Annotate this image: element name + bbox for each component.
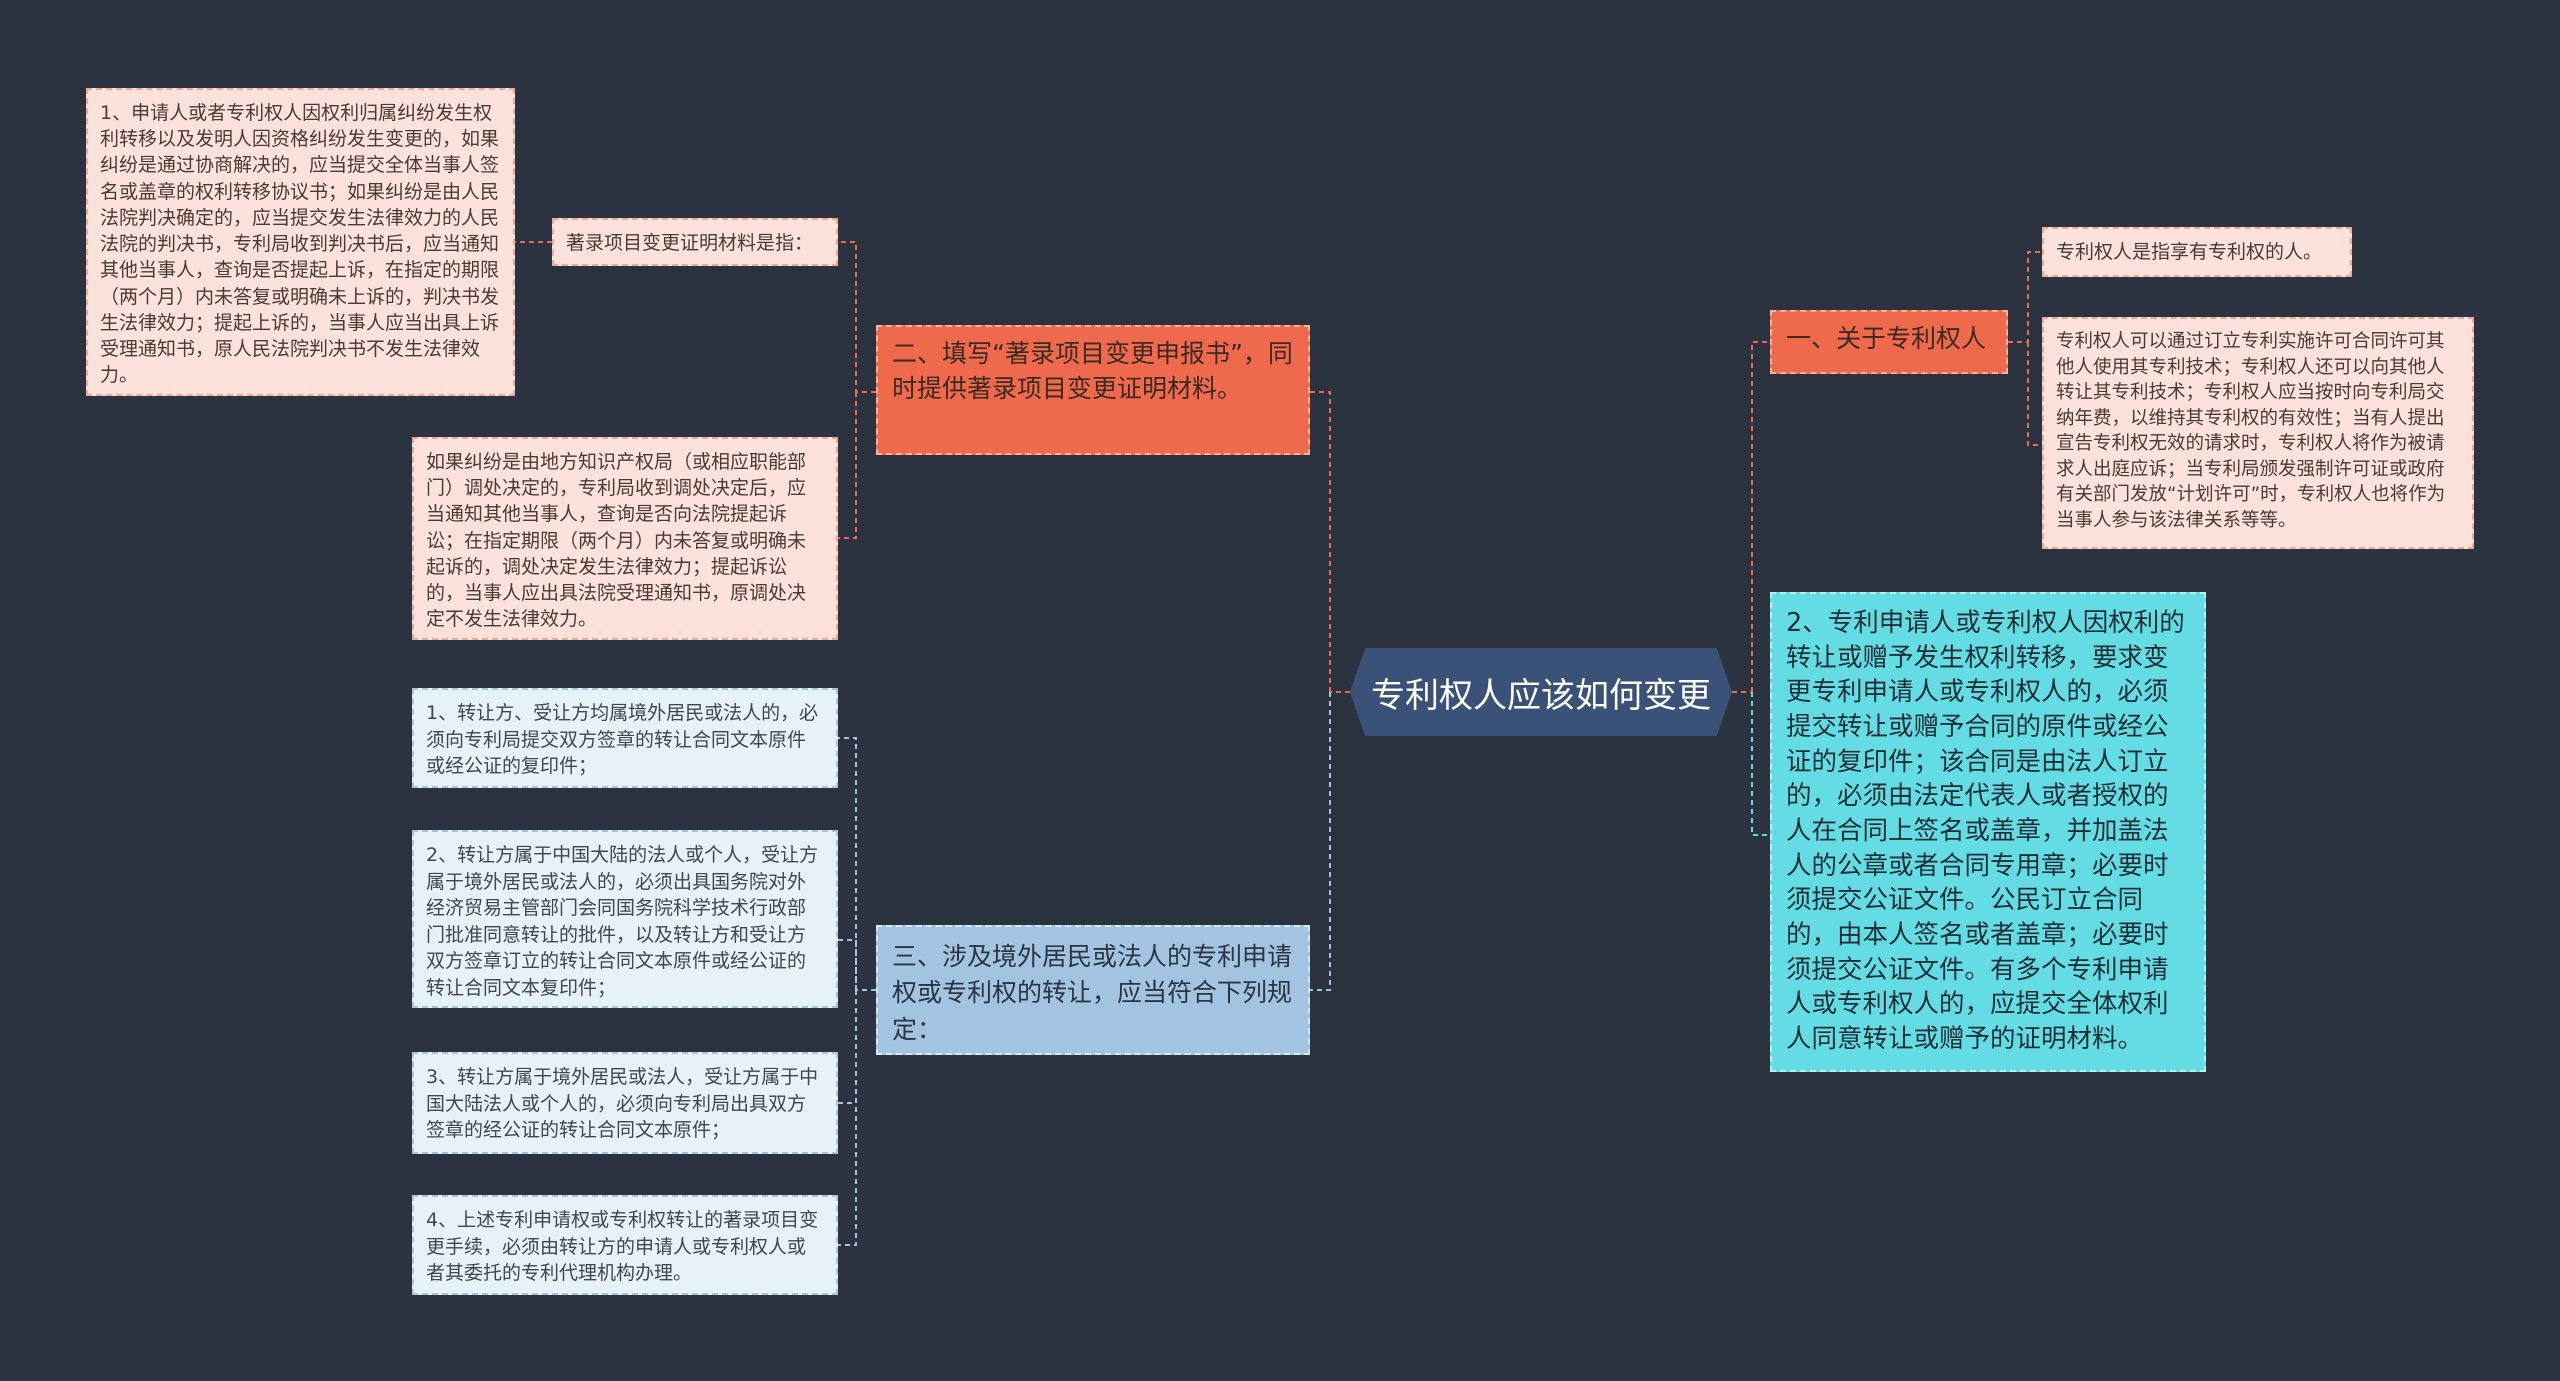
leaf-foreign-rule-1[interactable]: 1、转让方、受让方均属境外居民或法人的，必须向专利局提交双方签章的转让合同文本原… xyxy=(412,688,838,788)
leaf-patentee-definition-text: 专利权人是指享有专利权的人。 xyxy=(2056,241,2323,263)
branch-about-patentee[interactable]: 一、关于专利权人 xyxy=(1770,310,2008,374)
leaf-dispute-court-text: 1、申请人或者专利权人因权利归属纠纷发生权利转移以及发明人因资格纠纷发生变更的，… xyxy=(100,102,500,387)
leaf-proof-materials[interactable]: 著录项目变更证明材料是指： xyxy=(552,218,838,266)
branch-transfer-requirements[interactable]: 2、专利申请人或专利权人因权利的转让或赠予发生权利转移，要求变更专利申请人或专利… xyxy=(1770,592,2206,1072)
link-left-trunk-bottom xyxy=(1310,692,1331,991)
link-r1-children xyxy=(2008,251,2042,446)
link-l1-children xyxy=(838,241,876,539)
branch-foreign-transfer[interactable]: 三、涉及境外居民或法人的专利申请权或专利权的转让，应当符合下列规定： xyxy=(876,925,1310,1055)
leaf-patentee-rights-text: 专利权人可以通过订立专利实施许可合同许可其他人使用其专利技术；专利权人还可以向其… xyxy=(2056,331,2446,531)
leaf-foreign-rule-4-text: 4、上述专利申请权或专利权转让的著录项目变更手续，必须由转让方的申请人或专利权人… xyxy=(426,1209,819,1285)
leaf-foreign-rule-2-text: 2、转让方属于中国大陆的法人或个人，受让方属于境外居民或法人的，必须出具国务院对… xyxy=(426,844,819,999)
branch-fill-form[interactable]: 二、填写“著录项目变更申报书”，同时提供著录项目变更证明材料。 xyxy=(876,325,1310,455)
leaf-dispute-court[interactable]: 1、申请人或者专利权人因权利归属纠纷发生权利转移以及发明人因资格纠纷发生变更的，… xyxy=(86,88,515,396)
leaf-patentee-definition[interactable]: 专利权人是指享有专利权的人。 xyxy=(2042,227,2352,277)
branch-about-patentee-label: 一、关于专利权人 xyxy=(1786,324,1987,353)
central-topic[interactable]: 专利权人应该如何变更 xyxy=(1350,648,1732,736)
leaf-proof-materials-text: 著录项目变更证明材料是指： xyxy=(566,232,814,254)
link-right-trunk-top xyxy=(1751,341,1770,692)
leaf-foreign-rule-1-text: 1、转让方、受让方均属境外居民或法人的，必须向专利局提交双方签章的转让合同文本原… xyxy=(426,702,819,778)
leaf-foreign-rule-4[interactable]: 4、上述专利申请权或专利权转让的著录项目变更手续，必须由转让方的申请人或专利权人… xyxy=(412,1195,838,1295)
branch-transfer-requirements-label: 2、专利申请人或专利权人因权利的转让或赠予发生权利转移，要求变更专利申请人或专利… xyxy=(1786,608,2185,1055)
branch-fill-form-label: 二、填写“著录项目变更申报书”，同时提供著录项目变更证明材料。 xyxy=(892,339,1293,403)
central-topic-label: 专利权人应该如何变更 xyxy=(1371,675,1711,716)
link-right-trunk-bottom xyxy=(1751,692,1770,836)
link-left-trunk-top xyxy=(1310,391,1331,692)
leaf-foreign-rule-2[interactable]: 2、转让方属于中国大陆的法人或个人，受让方属于境外居民或法人的，必须出具国务院对… xyxy=(412,830,838,1008)
leaf-dispute-local-office[interactable]: 如果纠纷是由地方知识产权局（或相应职能部门）调处决定的，专利局收到调处决定后，应… xyxy=(412,437,838,640)
leaf-dispute-local-office-text: 如果纠纷是由地方知识产权局（或相应职能部门）调处决定的，专利局收到调处决定后，应… xyxy=(426,451,807,631)
link-l2-children xyxy=(838,737,876,1246)
leaf-foreign-rule-3[interactable]: 3、转让方属于境外居民或法人，受让方属于中国大陆法人或个人的，必须向专利局出具双… xyxy=(412,1052,838,1154)
leaf-foreign-rule-3-text: 3、转让方属于境外居民或法人，受让方属于中国大陆法人或个人的，必须向专利局出具双… xyxy=(426,1066,819,1142)
branch-foreign-transfer-label: 三、涉及境外居民或法人的专利申请权或专利权的转让，应当符合下列规定： xyxy=(892,942,1293,1044)
leaf-patentee-rights[interactable]: 专利权人可以通过订立专利实施许可合同许可其他人使用其专利技术；专利权人还可以向其… xyxy=(2042,317,2474,549)
